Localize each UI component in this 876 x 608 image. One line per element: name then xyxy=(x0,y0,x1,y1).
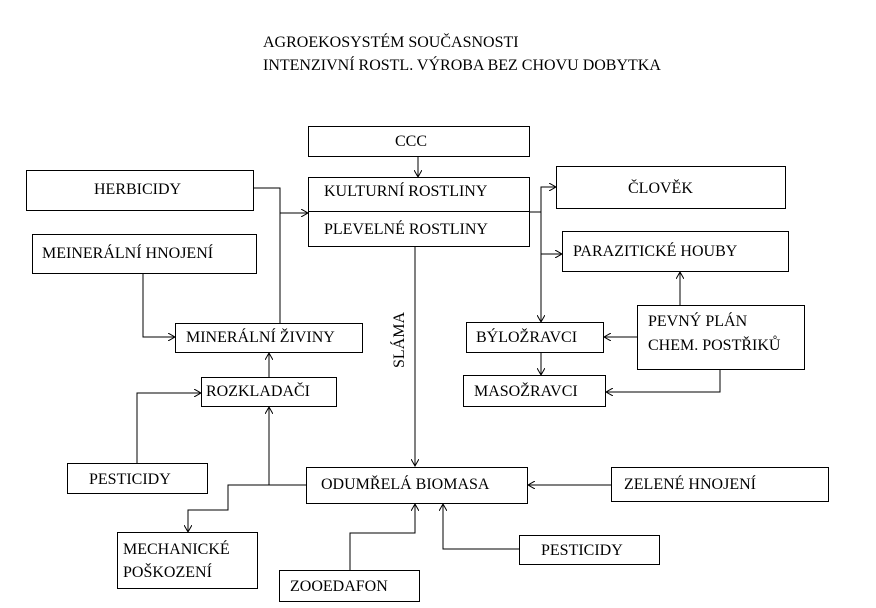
diagram-title-line-2: INTENZIVNÍ ROSTL. VÝROBA BEZ CHOVU DOBYT… xyxy=(263,57,661,74)
node-zelene-hnojeni-label: ZELENÉ HNOJENÍ xyxy=(624,476,756,493)
node-paraziticke-houby-label: PARAZITICKÉ HOUBY xyxy=(573,243,738,260)
node-pevny-plan-label-1: PEVNÝ PLÁN xyxy=(648,313,748,330)
node-zooedafon: ZOOEDAFON xyxy=(279,570,420,602)
node-bylozravci: BÝLOŽRAVCI xyxy=(466,322,604,353)
edge-plants-houby xyxy=(540,212,562,254)
node-paraziticke-houby: PARAZITICKÉ HOUBY xyxy=(562,231,789,272)
node-rozkladaci-label: ROZKLADAČI xyxy=(206,383,310,400)
node-bylozravci-label: BÝLOŽRAVCI xyxy=(476,329,578,346)
node-odumrela-biomasa-label: ODUMŘELÁ BIOMASA xyxy=(321,476,490,493)
node-mechanicke-label-1: MECHANICKÉ xyxy=(123,541,230,558)
node-clovek: ČLOVĚK xyxy=(556,166,786,209)
node-rozkladaci: ROZKLADAČI xyxy=(201,377,337,407)
node-odumrela-biomasa: ODUMŘELÁ BIOMASA xyxy=(306,467,528,504)
node-mechanicke-label-2: POŠKOZENÍ xyxy=(123,564,212,581)
edge-hnojeni-ziviny xyxy=(142,274,175,337)
node-zelene-hnojeni: ZELENÉ HNOJENÍ xyxy=(611,467,829,502)
edge-zooedafon-biomasa xyxy=(349,504,415,570)
edge-label-slama: SLÁMA xyxy=(391,311,408,368)
node-mineralni-ziviny-label: MINERÁLNÍ ŽIVINY xyxy=(186,329,335,346)
node-pevny-plan-label-2: CHEM. POSTŘIKŮ xyxy=(648,337,781,354)
node-herbicidy-label: HERBICIDY xyxy=(94,181,182,198)
node-kulturni-rostliny-label: KULTURNÍ ROSTLINY xyxy=(324,183,488,200)
edge-biomasa-mechanicke xyxy=(188,484,269,532)
node-clovek-label: ČLOVĚK xyxy=(628,180,693,197)
node-masozravci: MASOŽRAVCI xyxy=(463,375,606,407)
node-pesticidy-left-label: PESTICIDY xyxy=(89,471,171,488)
node-herbicidy: HERBICIDY xyxy=(26,170,254,211)
node-plevelne-rostliny-label: PLEVELNÉ ROSTLINY xyxy=(324,221,488,238)
edge-pesticidy-rozkladaci xyxy=(136,393,201,463)
diagram-title-line-1: AGROEKOSYSTÉM SOUČASNOSTI xyxy=(263,34,519,51)
edge-herbicidy-plants xyxy=(254,187,308,213)
node-zooedafon-label: ZOOEDAFON xyxy=(290,578,388,595)
node-pevny-plan: PEVNÝ PLÁN CHEM. POSTŘIKŮ xyxy=(637,305,805,370)
edge-plants-clovek xyxy=(530,187,556,213)
node-mechanicke-poskozeni: MECHANICKÉ POŠKOZENÍ xyxy=(117,532,258,589)
node-pesticidy-left: PESTICIDY xyxy=(67,463,208,494)
edge-plan-masozravci xyxy=(606,370,721,392)
node-mineralni-hnojeni: MEINERÁLNÍ HNOJENÍ xyxy=(32,234,257,274)
node-ccc: CCC xyxy=(308,126,530,157)
node-masozravci-label: MASOŽRAVCI xyxy=(474,383,578,400)
edge-pesticidy-biomasa xyxy=(443,504,519,550)
node-mineralni-hnojeni-label: MEINERÁLNÍ HNOJENÍ xyxy=(42,245,214,262)
node-pesticidy-right-label: PESTICIDY xyxy=(541,542,623,559)
node-mineralni-ziviny: MINERÁLNÍ ŽIVINY xyxy=(175,323,363,353)
node-plants: KULTURNÍ ROSTLINY PLEVELNÉ ROSTLINY xyxy=(308,177,530,247)
edge-biomasa-rozkladaci xyxy=(269,407,306,486)
node-plants-divider xyxy=(308,211,530,212)
node-ccc-label: CCC xyxy=(395,133,428,150)
node-pesticidy-right: PESTICIDY xyxy=(519,535,660,565)
